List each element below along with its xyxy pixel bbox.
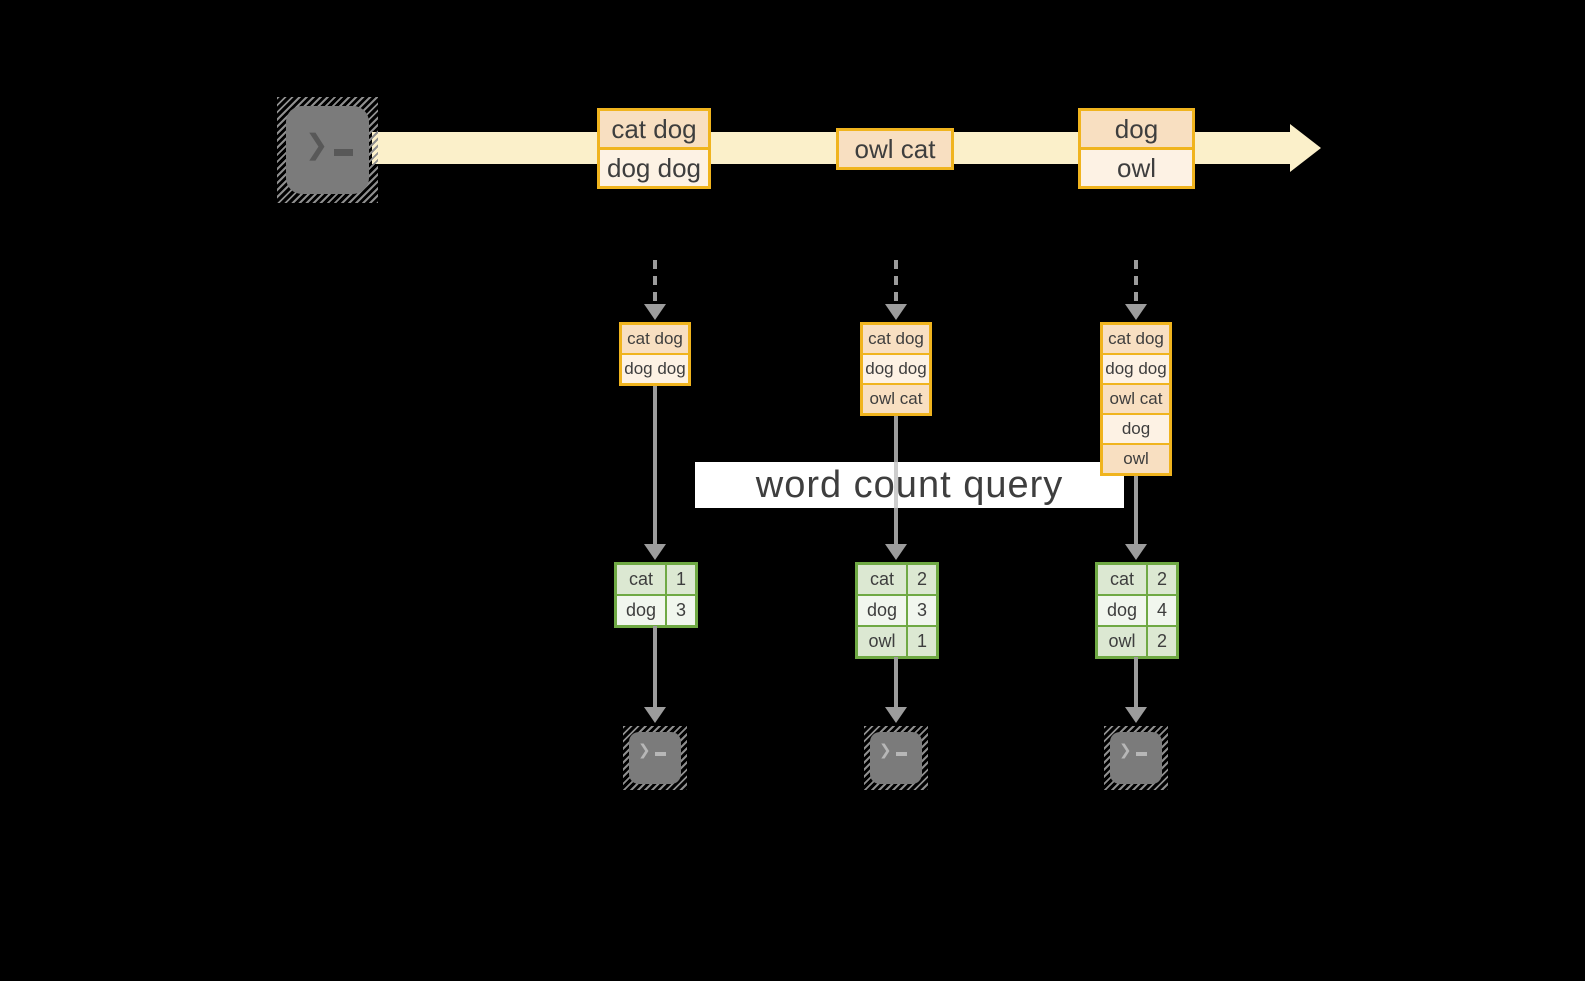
down-arrowhead-icon xyxy=(885,707,907,723)
connector-line xyxy=(894,657,898,709)
down-arrowhead-icon xyxy=(1125,544,1147,560)
wordcount-count-cell: 3 xyxy=(908,596,936,625)
wordcount-word-cell: dog xyxy=(1098,596,1146,625)
source-terminal-icon: ❯ xyxy=(277,97,378,203)
query-label: word count query xyxy=(755,463,1064,506)
wordcount-count-cell: 1 xyxy=(667,565,695,594)
buffered-line-item: cat dog xyxy=(1103,325,1169,353)
wordcount-count-cell: 2 xyxy=(1148,627,1176,656)
wordcount-word-cell: dog xyxy=(858,596,906,625)
wordcount-count-cell: 1 xyxy=(908,627,936,656)
connector-line xyxy=(1134,657,1138,709)
terminal-icon-body: ❯ xyxy=(629,732,681,784)
terminal-prompt-icon: ❯ xyxy=(305,128,354,161)
output-terminal-icon: ❯ xyxy=(623,726,687,790)
terminal-icon-body: ❯ xyxy=(286,106,369,194)
wordcount-word-cell: cat xyxy=(1098,565,1146,594)
buffered-line-item: owl xyxy=(1103,445,1169,473)
terminal-icon-body: ❯ xyxy=(1110,732,1162,784)
down-arrowhead-icon xyxy=(885,304,907,320)
wordcount-count-cell: 2 xyxy=(908,565,936,594)
terminal-underscore-icon xyxy=(1135,752,1147,756)
wordcount-word-cell: cat xyxy=(617,565,665,594)
stream-line-item: cat dog xyxy=(600,111,708,147)
down-arrowhead-icon xyxy=(885,544,907,560)
dashed-arrow-line xyxy=(894,260,898,304)
buffered-line-item: cat dog xyxy=(622,325,688,353)
down-arrowhead-icon xyxy=(644,304,666,320)
stream-batch-box: owl cat xyxy=(836,128,954,170)
wordcount-count-cell: 2 xyxy=(1148,565,1176,594)
connector-line-through-band xyxy=(894,462,898,508)
stream-line-item: owl xyxy=(1081,150,1192,186)
dashed-arrow-line xyxy=(653,260,657,304)
wordcount-word-cell: owl xyxy=(858,627,906,656)
buffered-line-item: cat dog xyxy=(863,325,929,353)
terminal-underscore-icon xyxy=(895,752,907,756)
buffered-line-item: owl cat xyxy=(1103,385,1169,413)
buffered-line-item: dog dog xyxy=(622,355,688,383)
wordcount-word-cell: cat xyxy=(858,565,906,594)
terminal-prompt-icon: ❯ xyxy=(638,741,666,759)
terminal-underscore-icon xyxy=(654,752,666,756)
wordcount-count-cell: 3 xyxy=(667,596,695,625)
terminal-prompt-icon: ❯ xyxy=(1119,741,1147,759)
wordcount-word-cell: owl xyxy=(1098,627,1146,656)
connector-line xyxy=(1134,474,1138,546)
dashed-arrow-line xyxy=(1134,260,1138,304)
output-terminal-icon: ❯ xyxy=(1104,726,1168,790)
terminal-icon-body: ❯ xyxy=(870,732,922,784)
buffered-line-item: dog dog xyxy=(1103,355,1169,383)
buffered-line-item: dog xyxy=(1103,415,1169,443)
buffered-line-item: dog dog xyxy=(863,355,929,383)
connector-line xyxy=(653,626,657,709)
down-arrowhead-icon xyxy=(644,544,666,560)
stream-line-item: dog xyxy=(1081,111,1192,147)
stream-line-item: dog dog xyxy=(600,150,708,186)
stream-line-item: owl cat xyxy=(839,131,951,167)
down-arrowhead-icon xyxy=(644,707,666,723)
wordcount-word-cell: dog xyxy=(617,596,665,625)
right-arrow-icon xyxy=(1290,124,1321,172)
output-terminal-icon: ❯ xyxy=(864,726,928,790)
down-arrowhead-icon xyxy=(1125,304,1147,320)
buffered-line-item: owl cat xyxy=(863,385,929,413)
wordcount-count-cell: 4 xyxy=(1148,596,1176,625)
connector-line xyxy=(653,384,657,546)
terminal-prompt-icon: ❯ xyxy=(879,741,907,759)
down-arrowhead-icon xyxy=(1125,707,1147,723)
query-label-band: word count query xyxy=(695,462,1124,508)
